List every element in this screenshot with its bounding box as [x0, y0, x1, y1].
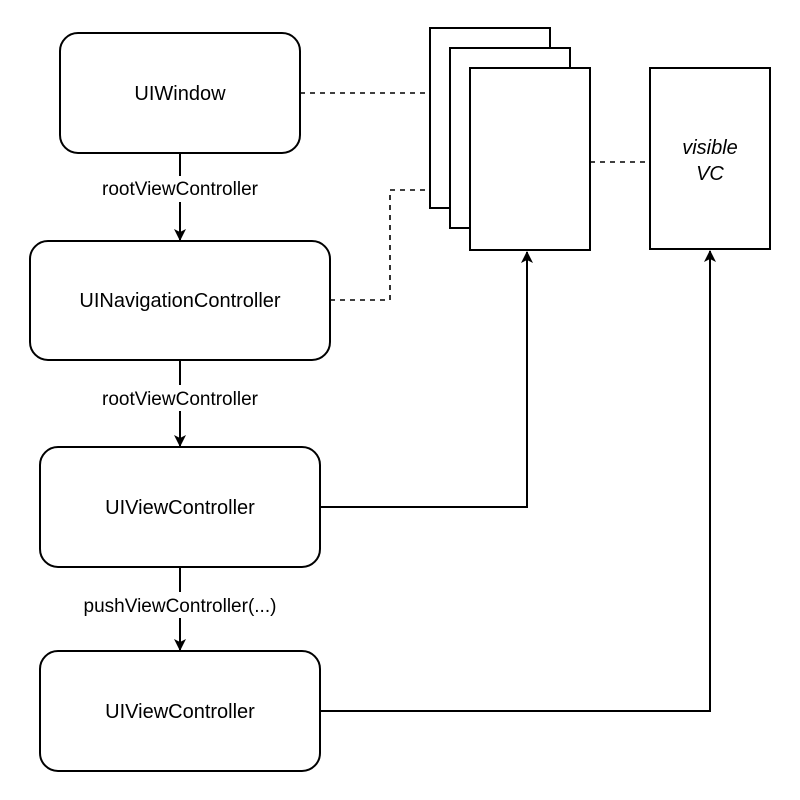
vc2-to-visible-vc-arrow — [320, 250, 716, 712]
window-to-nav-label: rootViewController — [102, 179, 259, 200]
uiwindow-label: UIWindow — [134, 83, 226, 105]
vc1-to-vc2-label-bg — [56, 592, 304, 618]
visible-vc-box — [649, 67, 771, 250]
nav-to-vc1-label-bg — [84, 385, 276, 411]
vc1-to-vc2-label: pushViewController(...) — [84, 596, 277, 617]
stack-card-front — [469, 67, 591, 251]
nav-to-vc1-label: rootViewController — [102, 389, 259, 410]
window-to-nav-label-bg — [88, 176, 272, 202]
nav-to-stack-dashed-connector — [330, 189, 430, 301]
vc1-to-stack-arrow — [320, 251, 533, 508]
uinavigationcontroller-label: UINavigationController — [79, 290, 281, 312]
uiviewcontroller-1-label: UIViewController — [105, 497, 255, 519]
visible-vc-label-line1: visible — [682, 137, 738, 159]
uiviewcontroller-2-label: UIViewController — [105, 701, 255, 723]
visible-vc-label-line2: VC — [696, 163, 724, 185]
